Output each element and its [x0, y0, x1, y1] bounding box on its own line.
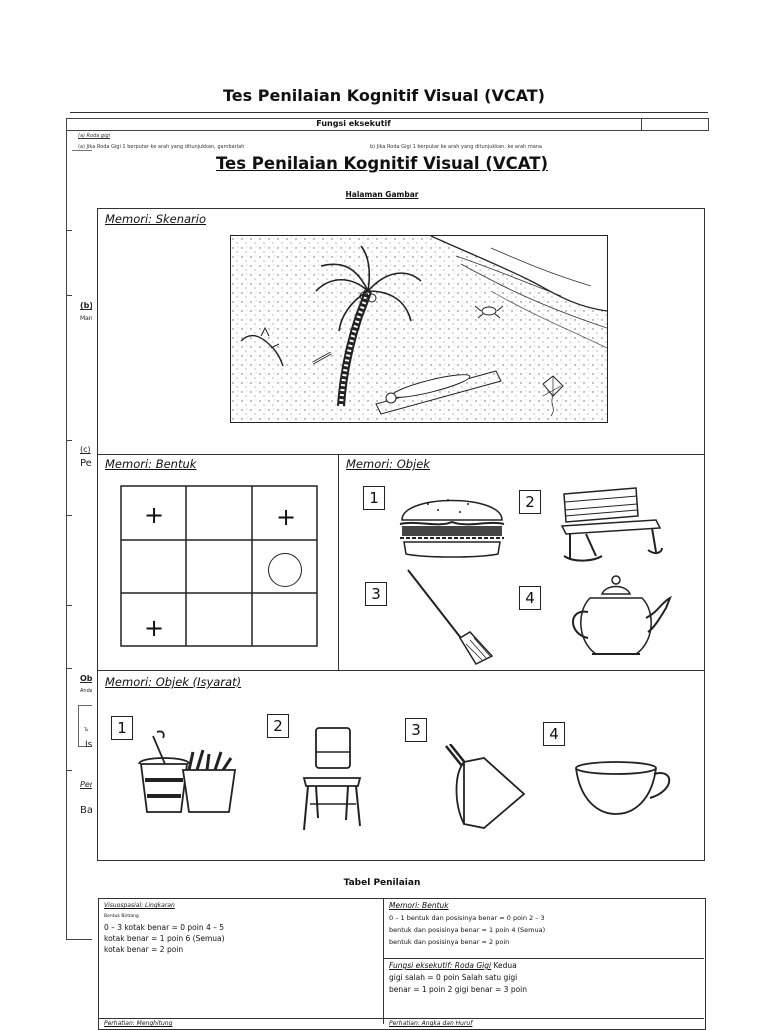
- scoring-divider: [98, 1018, 704, 1019]
- towel-and-person-icon: [375, 370, 502, 415]
- beach-scene: [230, 235, 608, 423]
- frame-divider: [97, 670, 704, 671]
- cue-number: 2: [267, 714, 289, 738]
- plus-icon: +: [144, 501, 165, 529]
- sea-icon: [430, 236, 607, 349]
- bone-icon: [312, 351, 332, 365]
- object-number: 4: [519, 586, 541, 610]
- gutter-label: Per: [80, 458, 96, 469]
- chair-icon: [300, 726, 364, 832]
- background-tick: [66, 605, 72, 606]
- kite-icon: [542, 375, 564, 417]
- plus-icon: +: [144, 614, 165, 642]
- background-title: Tes Penilaian Kognitif Visual (VCAT): [223, 86, 545, 105]
- scoring-left-line: kotak benar = 2 poin: [104, 945, 184, 954]
- crab-icon: [474, 305, 504, 319]
- scoring-left-intro: Bentuk Bintang: [104, 914, 139, 919]
- scoring-right-top-line: bentuk dan posisinya benar = 1 poin 4 (S…: [389, 926, 546, 934]
- scoring-divider: [383, 898, 384, 1024]
- gutter-label: Bat: [80, 805, 97, 816]
- scenario-label: Memori: Skenario: [105, 212, 207, 226]
- scoring-left-line: kotak benar = 1 poin 6 (Semua): [104, 934, 225, 943]
- scoring-right-bottom-line: gigi salah = 0 poin Salah satu gigi: [389, 973, 518, 982]
- background-header-row: Fungsi eksekutif: [66, 118, 642, 131]
- scoring-divider: [383, 958, 704, 959]
- bench-icon: [556, 486, 664, 566]
- scoring-right-top-line: 0 – 1 bentuk dan posisinya benar = 0 poi…: [389, 914, 545, 922]
- gutter-label: Is: [85, 740, 93, 750]
- background-instruction-right: b) Jika Roda Gigi 1 berputar ke arah yan…: [370, 144, 542, 150]
- object-number: 2: [519, 490, 541, 514]
- gutter-label: (b): [80, 301, 94, 310]
- object-label: Memori: Objek: [346, 457, 430, 471]
- background-tick: [66, 668, 72, 669]
- background-header-cell: [641, 118, 709, 131]
- gutter-label: Man: [80, 315, 93, 322]
- scoring-right-top-heading: Memori: Bentuk: [389, 901, 449, 910]
- background-tick: [66, 770, 72, 771]
- teapot-icon: [566, 572, 674, 660]
- shape-label: Memori: Bentuk: [105, 457, 197, 471]
- page-title: Tes Penilaian Kognitif Visual (VCAT): [215, 154, 549, 173]
- burger-icon: [398, 486, 506, 558]
- background-tick: [66, 515, 72, 516]
- scoring-right-bottom-heading: Fungsi eksekutif: Roda Gigi: [389, 961, 492, 970]
- scoring-right-bottom-line: benar = 1 poin 2 gigi benar = 3 poin: [389, 985, 528, 994]
- background-tick: [66, 295, 72, 296]
- broom-icon: [404, 568, 496, 666]
- cue-label: Memori: Objek (Isyarat): [105, 675, 242, 689]
- dustpan-icon: [444, 744, 528, 830]
- object-number: 3: [365, 582, 387, 606]
- drawing-frame: [97, 208, 705, 861]
- drink-and-fries-icon: [137, 724, 237, 816]
- gutter-label: Pen: [80, 780, 95, 789]
- scoring-title: Tabel Penilaian: [343, 878, 421, 888]
- teacup-icon: [574, 760, 676, 818]
- background-box: [78, 705, 99, 747]
- gutter-label: Tu: [84, 727, 89, 732]
- frame-divider: [97, 454, 704, 455]
- scoring-right-bottom-heading-row: Fungsi eksekutif: Roda Gigi Kedua: [389, 961, 517, 971]
- scoring-right-bottom-heading-tail: Kedua: [491, 961, 517, 970]
- cue-number: 1: [111, 716, 133, 740]
- dog-icon: [240, 326, 284, 367]
- palm-tree-icon: [315, 245, 422, 407]
- scoring-left-line: 0 – 3 kotak benar = 0 poin 4 – 5: [104, 923, 225, 932]
- background-subsection: (a) Roda gigi: [78, 133, 111, 139]
- object-number: 1: [363, 486, 385, 510]
- frame-divider: [338, 454, 339, 670]
- circle-icon: [268, 553, 302, 587]
- background-instruction-left: (a) Jika Roda Gigi 1 berputar ke arah ya…: [78, 144, 245, 150]
- background-tick: [66, 440, 72, 441]
- page-subtitle: Halaman Gambar: [345, 190, 419, 199]
- scoring-right-top-line: bentuk dan posisinya benar = 2 poin: [389, 938, 510, 946]
- gutter-label: Anda: [80, 688, 93, 694]
- background-tick: [66, 230, 72, 231]
- cue-number: 3: [405, 718, 427, 742]
- gutter-label: (c): [80, 445, 91, 454]
- gutter-label: Ob: [80, 674, 93, 683]
- plus-icon: +: [276, 503, 297, 531]
- cue-number: 4: [543, 722, 565, 746]
- background-rule: [70, 112, 708, 113]
- scoring-left-heading: Visuospasial: Lingkaran: [104, 902, 175, 909]
